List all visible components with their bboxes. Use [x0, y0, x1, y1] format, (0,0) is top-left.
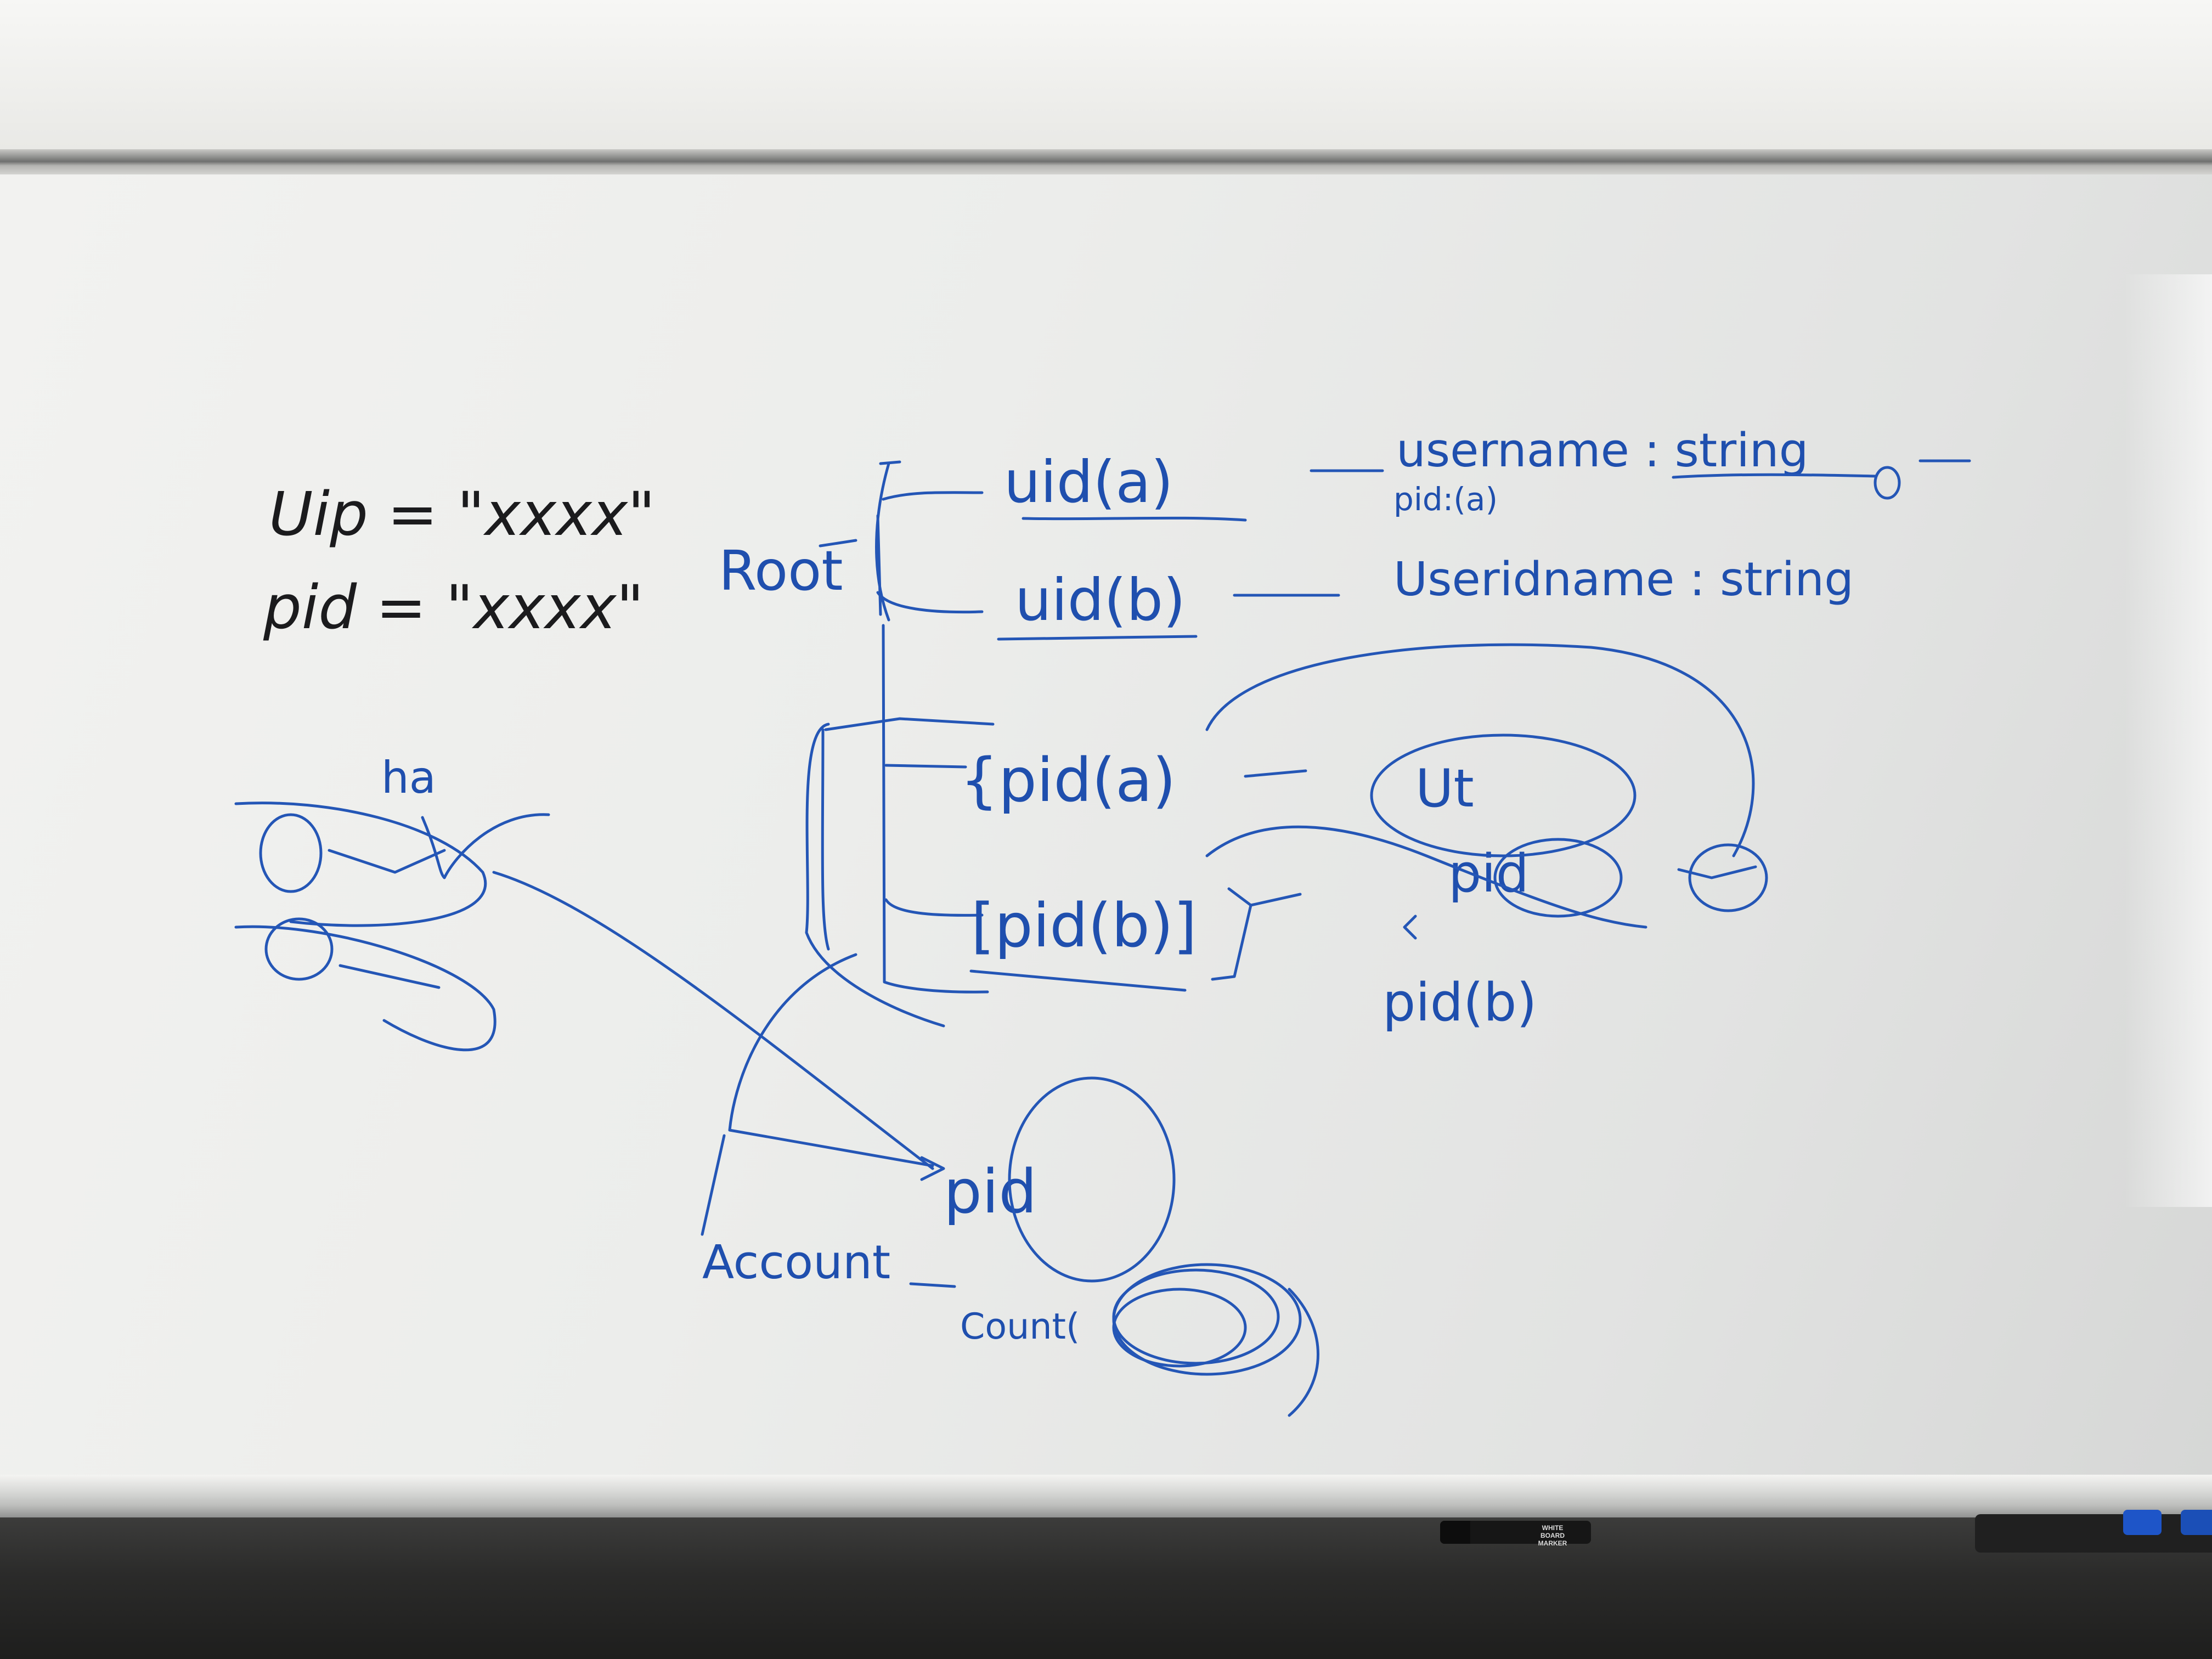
account-bracket — [701, 1134, 726, 1236]
uid-a-subfield: pid:(a) — [1393, 481, 1498, 518]
uid-a-underline — [1022, 516, 1247, 522]
uid-b-node: uid(b) — [1015, 567, 1186, 634]
branch-pid-a — [884, 764, 967, 769]
uid-b-underline — [997, 635, 1198, 641]
marker-group[interactable] — [1975, 1514, 2212, 1553]
ha-label: ha — [381, 752, 436, 803]
uid-a-node: uid(a) — [1004, 449, 1173, 516]
long-diagonal-arrow — [492, 871, 934, 1170]
scribble-tail — [1288, 1288, 1319, 1417]
pid-a-node: {pid(a) — [960, 745, 1176, 815]
pid-circle — [1493, 838, 1623, 918]
wall — [0, 0, 2212, 159]
left-sketch-outline-1 — [234, 802, 487, 927]
pid-bottom-circle — [1008, 1076, 1176, 1283]
whiteboard-top-frame — [0, 149, 2212, 177]
root-label: Root — [719, 539, 843, 603]
left-circle-2 — [264, 917, 334, 981]
pid-definition: pid = "xxxx" — [263, 572, 644, 642]
pid-b-underline — [969, 969, 1187, 992]
pid-arrowhead — [920, 1156, 945, 1181]
variable-definitions: Uip = "xxxx" pid = "xxxx" — [263, 479, 656, 642]
pid-bracket-inner — [821, 728, 830, 951]
account-dash — [909, 1282, 956, 1288]
trunk-line — [882, 624, 989, 994]
pid-a-connector — [1244, 769, 1307, 778]
pid-bracket-outer — [805, 723, 945, 1028]
marker-brand-label: WHITE BOARD MARKER — [1538, 1524, 1567, 1547]
string-underline — [1672, 473, 1878, 479]
pid-b-arc — [1205, 825, 1647, 929]
account-label: Account — [702, 1235, 890, 1290]
pid-b-child: pid(b) — [1383, 973, 1537, 1033]
whiteboard-bottom-frame — [0, 1475, 2212, 1519]
marker-black-cap — [1440, 1521, 1470, 1544]
scribble-3 — [1112, 1263, 1302, 1376]
bulb-doodle — [1874, 466, 1901, 500]
pid-bottom-label: pid — [944, 1156, 1037, 1227]
left-sketch-outline-2 — [234, 925, 496, 1052]
uid-a-field: username : string — [1396, 424, 1809, 478]
loop-target-circle — [1688, 843, 1768, 912]
marker-tray — [0, 1517, 2212, 1659]
count-label: Count( — [960, 1306, 1080, 1347]
scribble-1 — [1112, 1268, 1280, 1365]
ut-circle — [1370, 733, 1637, 857]
left-circle-1 — [259, 813, 323, 893]
root-bracket — [875, 460, 901, 622]
whiteboard-surface — [0, 174, 2212, 1477]
left-line-2 — [338, 964, 441, 989]
uip-definition: Uip = "xxxx" — [269, 479, 656, 549]
pid-b-node: [pid(b)] — [971, 890, 1197, 961]
tree-diagram: Root uid(a) username : string pid:(a) ui… — [234, 424, 1971, 1417]
light-glare — [2124, 274, 2212, 1207]
pid-bracket-top — [824, 717, 995, 731]
marker-blue-cap-2[interactable] — [2181, 1510, 2212, 1535]
pid-feed-arrow — [728, 953, 934, 1167]
uid-b-field: Useridname : string — [1393, 552, 1854, 607]
loop-arrowhead — [1677, 865, 1757, 879]
pid-a-child-ut: Ut — [1415, 759, 1474, 819]
pid-b-connector — [1249, 893, 1302, 907]
pid-b-bracket-right — [1211, 887, 1252, 981]
branch-pid-b — [884, 898, 984, 917]
loop-arrow — [1205, 643, 1755, 857]
pid-b-child-marker — [1403, 915, 1417, 940]
branch-uid-b — [876, 591, 984, 614]
branch-uid-a — [882, 491, 984, 501]
left-checkmark — [421, 813, 550, 879]
marker-blue-cap[interactable] — [2123, 1510, 2162, 1535]
left-arrow-stroke — [328, 849, 446, 874]
root-connector — [819, 539, 857, 548]
